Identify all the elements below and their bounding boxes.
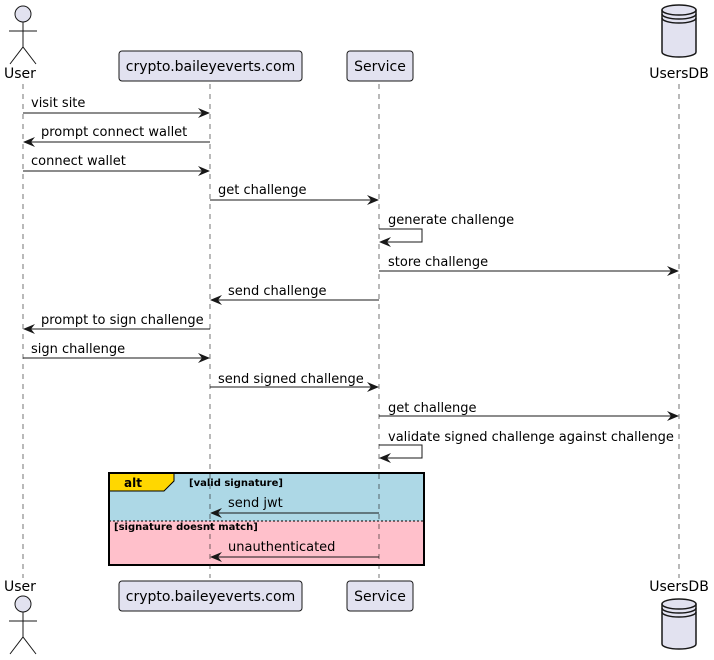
database-icon-ring <box>661 607 697 614</box>
actor-head <box>14 5 32 23</box>
message-label: prompt to sign challenge <box>41 313 204 328</box>
message-label: generate challenge <box>388 213 514 228</box>
database-icon-ring <box>661 13 697 20</box>
participant-site-bottom: crypto.baileyeverts.com <box>118 580 303 612</box>
database-icon-top <box>661 4 697 16</box>
database-icon-ring <box>661 611 697 618</box>
message-label: send signed challenge <box>218 372 364 387</box>
message-labels: visit site prompt connect wallet connect… <box>31 96 674 555</box>
message-self-arrow <box>379 444 423 463</box>
actor-legs <box>9 636 37 655</box>
alt-condition-invalid: [signature doesnt match] <box>114 522 258 533</box>
actor-user-bottom <box>9 595 37 655</box>
database-icon-ring <box>661 17 697 24</box>
message-label: sign challenge <box>31 342 125 357</box>
actor-legs <box>9 46 37 65</box>
alt-fragment: alt [valid signature] [signature doesnt … <box>108 472 425 566</box>
participant-usersdb-label-bottom: UsersDB <box>649 579 709 595</box>
message-label: validate signed challenge against challe… <box>388 430 674 445</box>
message-label: prompt connect wallet <box>41 125 187 140</box>
message-label: unauthenticated <box>228 540 335 555</box>
message-label: send challenge <box>228 284 326 299</box>
message-label: connect wallet <box>31 154 126 169</box>
participant-service-top: Service <box>346 50 414 82</box>
message-label: send jwt <box>228 496 283 511</box>
participant-site-top: crypto.baileyeverts.com <box>118 50 303 82</box>
message-label: get challenge <box>388 401 477 416</box>
actor-user-top <box>9 5 37 65</box>
messages <box>23 108 679 562</box>
message-self-arrow <box>379 228 423 247</box>
participant-user-label-top: User <box>4 66 36 82</box>
actor-head <box>14 595 32 613</box>
participant-box <box>118 580 303 612</box>
database-icon-top <box>661 598 697 610</box>
lifelines <box>22 84 680 578</box>
participant-site-label-bottom: crypto.baileyeverts.com <box>126 589 295 605</box>
participant-box <box>118 50 303 82</box>
message-label: visit site <box>31 96 85 111</box>
alt-region-invalid <box>109 521 424 565</box>
participant-service-label-bottom: Service <box>354 589 406 605</box>
database-usersdb-top <box>661 4 697 58</box>
message-label: store challenge <box>388 255 488 270</box>
message-label: get challenge <box>218 183 307 198</box>
participant-site-label-top: crypto.baileyeverts.com <box>126 59 295 75</box>
alt-frame <box>108 472 425 566</box>
database-icon <box>661 604 697 650</box>
participant-box <box>346 50 414 82</box>
alt-condition-valid: [valid signature] <box>189 478 283 489</box>
database-usersdb-bottom <box>661 598 697 650</box>
participant-box <box>346 580 414 612</box>
participant-usersdb-label-top: UsersDB <box>649 66 709 82</box>
participant-service-bottom: Service <box>346 580 414 612</box>
alt-keyword: alt <box>124 476 142 490</box>
participant-service-label-top: Service <box>354 59 406 75</box>
participant-user-label-bottom: User <box>4 579 36 595</box>
